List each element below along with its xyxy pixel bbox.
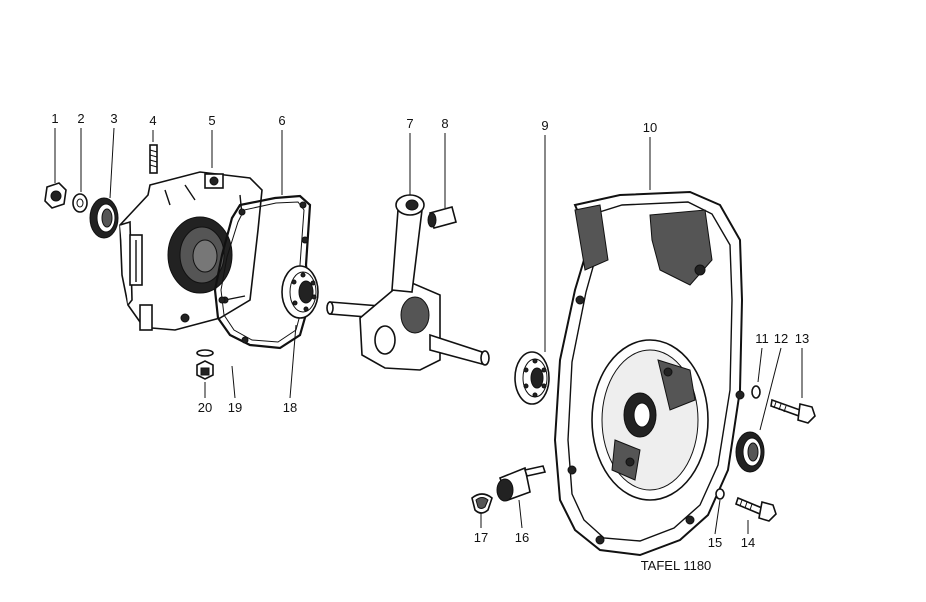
part-2-spring-washer: [72, 193, 88, 213]
callout-7: 7: [406, 116, 413, 131]
callout-3: 3: [110, 111, 117, 126]
leader-lines: [54, 127, 803, 535]
part-5-crankcase-half: [119, 171, 263, 331]
callout-10: 10: [643, 120, 657, 135]
callout-12: 12: [774, 331, 788, 346]
callout-labels: 1 2 3 4 5 6 7 8 9 10 11 12 13 14 15 16 1…: [51, 111, 809, 550]
part-6-gasket: [213, 194, 312, 350]
part-17-cap: [471, 493, 493, 514]
callout-18: 18: [283, 400, 297, 415]
part-16-switch: [496, 465, 547, 502]
callout-1: 1: [51, 111, 58, 126]
callout-2: 2: [77, 111, 84, 126]
part-18-ball-bearing: [281, 265, 319, 319]
callout-4: 4: [149, 113, 156, 128]
part-4-stud: [149, 144, 158, 174]
part-12-oil-seal: [735, 431, 765, 473]
callout-5: 5: [208, 113, 215, 128]
callout-15: 15: [708, 535, 722, 550]
part-3-oil-seal: [89, 197, 119, 239]
callout-13: 13: [795, 331, 809, 346]
part-10-fan-housing: [553, 190, 745, 557]
part-8-bushing: [427, 206, 457, 229]
callout-14: 14: [741, 535, 755, 550]
part-11-washer: [751, 385, 761, 399]
part-19-washer: [196, 349, 214, 357]
callout-6: 6: [278, 113, 285, 128]
callout-19: 19: [228, 400, 242, 415]
part-7-crankshaft: [326, 194, 490, 371]
callout-20: 20: [198, 400, 212, 415]
part-9-ball-bearing: [514, 351, 550, 405]
part-1-nut: [44, 182, 67, 209]
callout-17: 17: [474, 530, 488, 545]
part-15-washer: [715, 488, 725, 500]
part-14-bolt: [735, 496, 777, 522]
callout-11: 11: [755, 331, 769, 346]
callout-16: 16: [515, 530, 529, 545]
part-13-bolt: [770, 398, 816, 424]
callout-9: 9: [541, 118, 548, 133]
callout-8: 8: [441, 116, 448, 131]
plate-label: TAFEL 1180: [641, 558, 712, 573]
part-20-drain-plug: [196, 360, 214, 380]
